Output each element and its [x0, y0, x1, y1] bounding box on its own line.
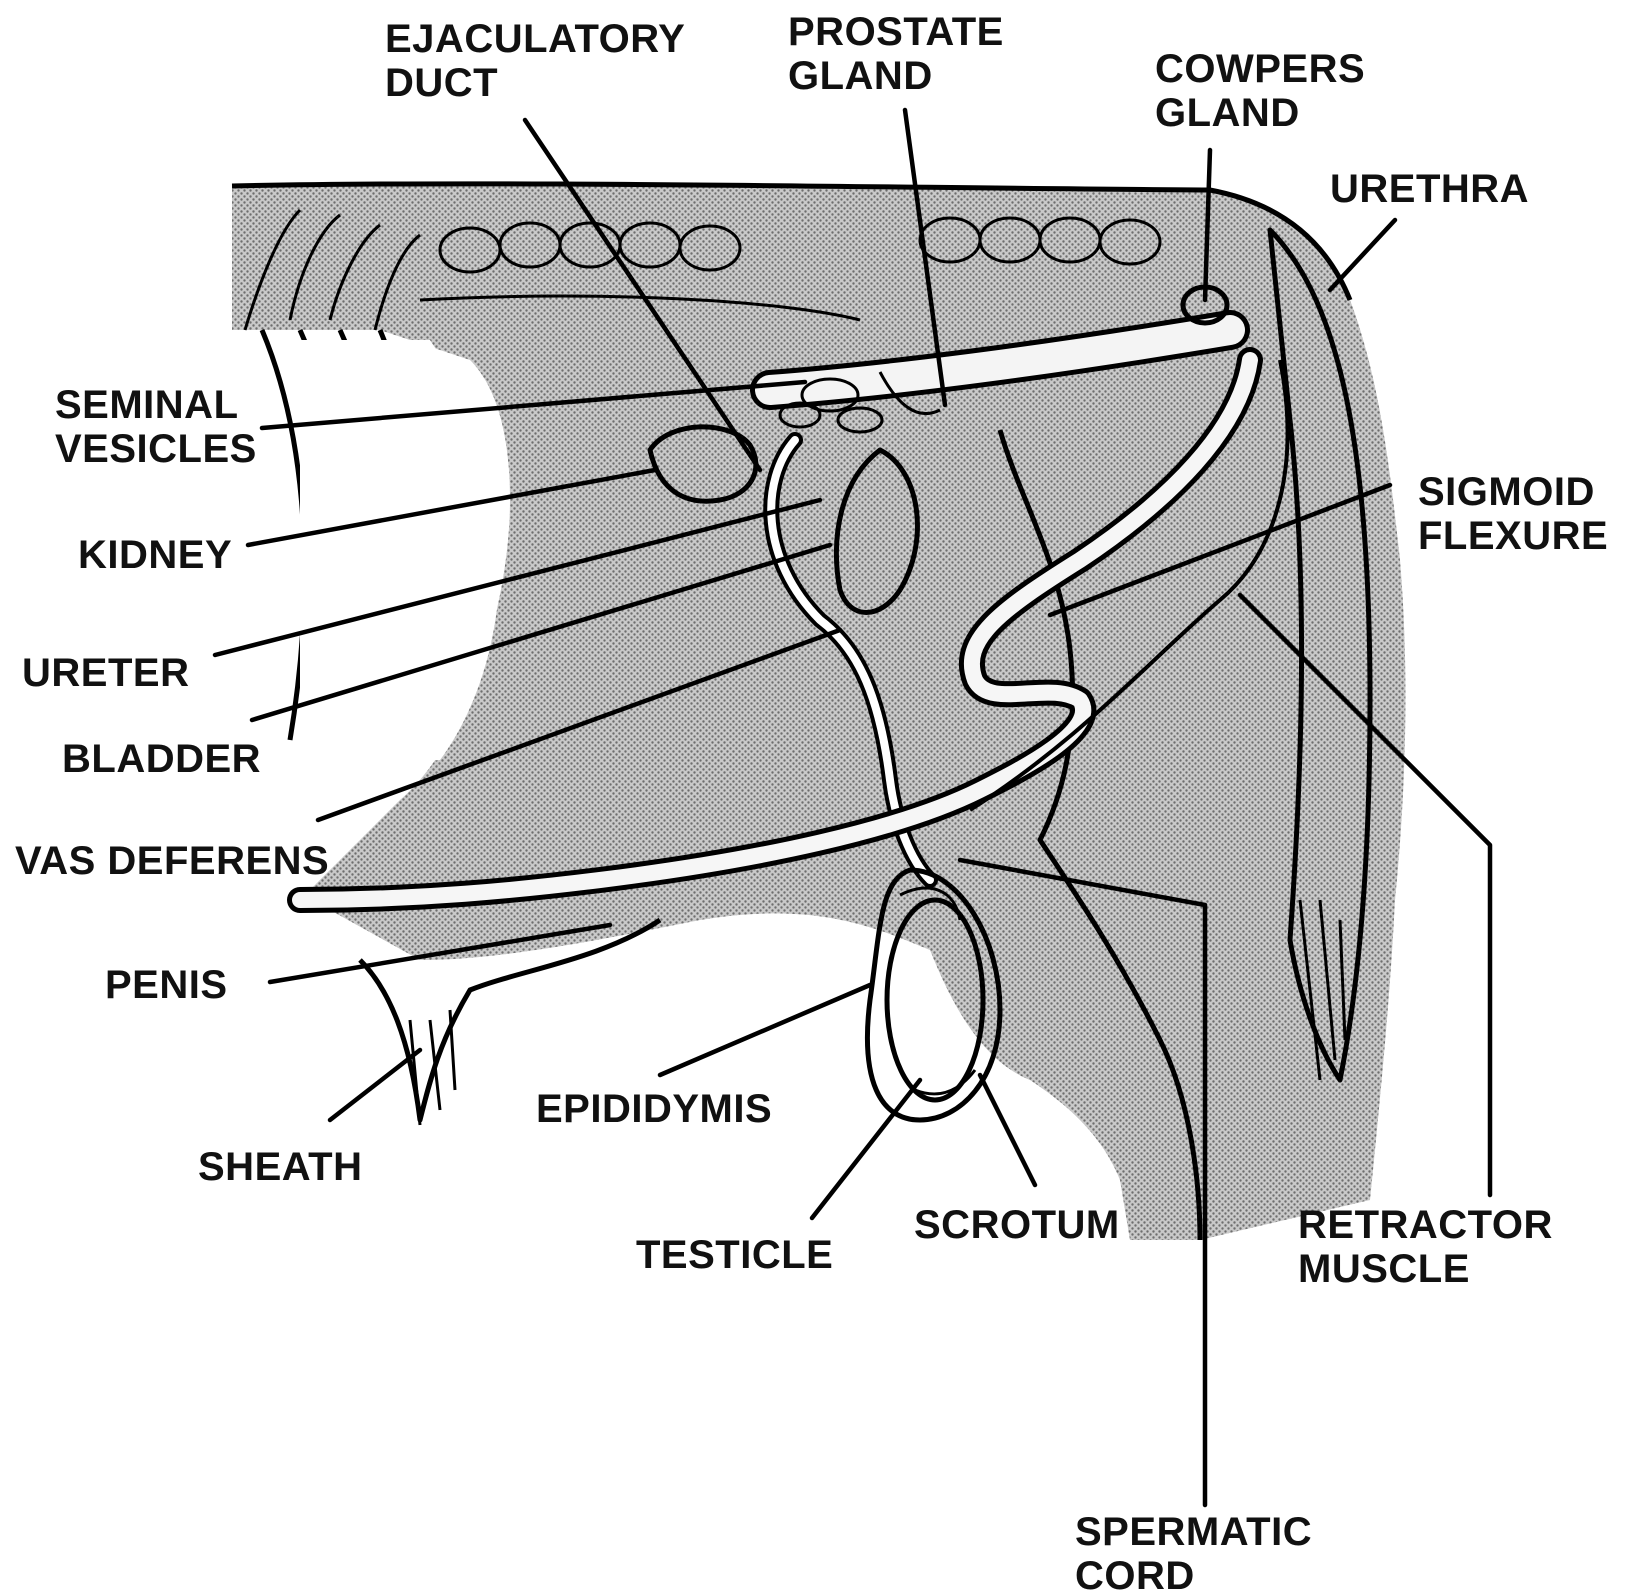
label-kidney: KIDNEY [78, 533, 232, 577]
label-vas-deferens: VAS DEFERENS [15, 839, 329, 883]
label-sigmoid-flexure-line2: FLEXURE [1418, 514, 1608, 558]
abdominal-cavity [300, 340, 500, 770]
leader-sheath [330, 1050, 420, 1120]
label-seminal-vesicles-line2: VESICLES [55, 427, 257, 471]
label-epididymis: EPIDIDYMIS [536, 1087, 772, 1131]
leader-testicle [812, 1080, 920, 1218]
label-prostate-gland-line2: GLAND [788, 54, 933, 98]
label-prostate-gland-line1: PROSTATE [788, 10, 1004, 54]
label-spermatic-cord-line2: CORD [1075, 1554, 1195, 1596]
leader-scrotum [980, 1075, 1035, 1185]
label-sigmoid-flexure-line1: SIGMOID [1418, 470, 1595, 514]
label-bladder: BLADDER [62, 737, 261, 781]
leader-epididymis [660, 985, 870, 1075]
leader-urethra [1330, 220, 1395, 290]
label-seminal-vesicles-line1: SEMINAL [55, 383, 239, 427]
label-scrotum: SCROTUM [914, 1203, 1120, 1247]
label-penis: PENIS [105, 963, 228, 1007]
label-ejaculatory-duct-line2: DUCT [385, 61, 498, 105]
label-cowpers-gland-line1: COWPERS [1155, 47, 1365, 91]
label-spermatic-cord-line1: SPERMATIC [1075, 1510, 1312, 1554]
label-ureter: URETER [22, 651, 189, 695]
label-testicle: TESTICLE [636, 1233, 833, 1277]
label-cowpers-gland-line2: GLAND [1155, 91, 1300, 135]
label-ejaculatory-duct-line1: EJACULATORY [385, 17, 685, 61]
label-retractor-muscle-line2: MUSCLE [1298, 1247, 1470, 1291]
label-retractor-muscle-line1: RETRACTOR [1298, 1203, 1553, 1247]
label-urethra: URETHRA [1330, 167, 1529, 211]
label-sheath: SHEATH [198, 1145, 362, 1189]
